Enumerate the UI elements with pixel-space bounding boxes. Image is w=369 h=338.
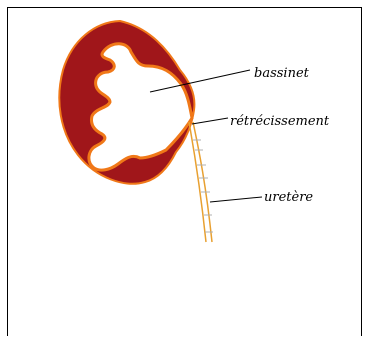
leader-uretere xyxy=(210,197,262,202)
leader-retrecissement xyxy=(192,118,228,124)
label-bassinet: bassinet xyxy=(254,66,310,81)
label-uretere: uretère xyxy=(264,190,313,205)
label-retrecissement: rétrécissement xyxy=(230,114,330,129)
